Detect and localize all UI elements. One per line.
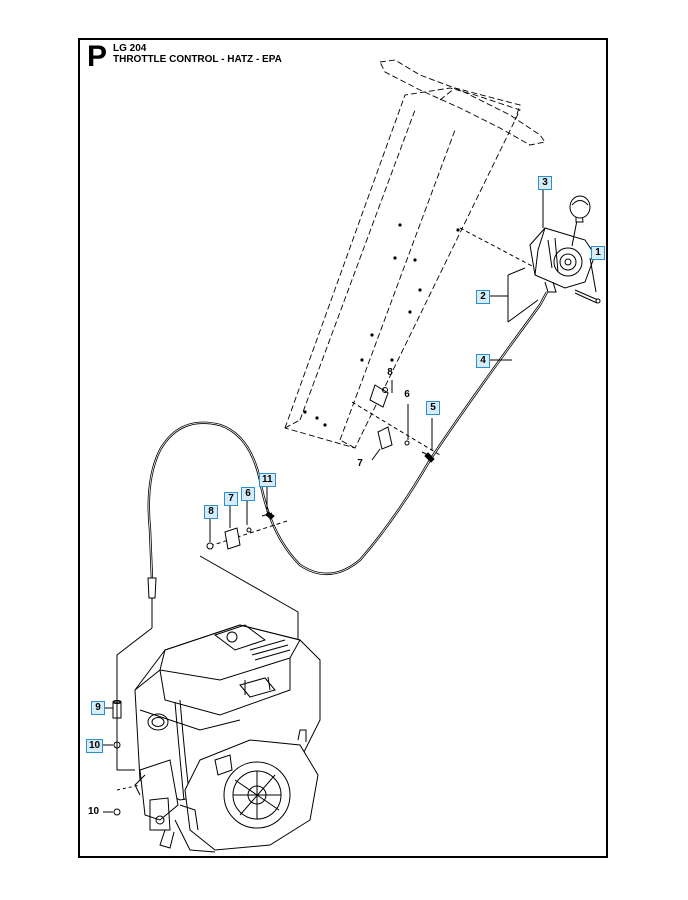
callout-10-lower: 10 xyxy=(88,806,100,817)
lower-hardware xyxy=(206,511,291,550)
callout-9: 9 xyxy=(91,701,105,715)
drawing-frame xyxy=(78,38,608,858)
engine-block xyxy=(134,624,321,853)
model-title: LG 204 xyxy=(113,43,147,54)
cable-mount-leader xyxy=(116,627,153,771)
callout-5: 5 xyxy=(426,401,440,415)
throttle-lever-assembly xyxy=(529,195,596,293)
callout-6-lower: 6 xyxy=(241,487,255,501)
leader-1 xyxy=(589,257,597,293)
page-letter: P xyxy=(87,40,108,73)
callout-1: 1 xyxy=(591,246,605,260)
callout-7-lower: 7 xyxy=(224,492,238,506)
pin-part-1 xyxy=(574,289,601,304)
callout-7-upper: 7 xyxy=(357,458,363,469)
mount-line xyxy=(459,227,533,267)
callout-6-upper: 6 xyxy=(404,389,410,400)
callout-8-lower: 8 xyxy=(204,505,218,519)
leader-7a xyxy=(371,448,381,461)
steering-column-holes xyxy=(303,223,460,427)
callout-10-upper: 10 xyxy=(86,739,104,753)
callout-11: 11 xyxy=(259,473,276,487)
callout-8-upper: 8 xyxy=(387,367,393,378)
upper-hardware xyxy=(351,384,441,463)
steering-column xyxy=(284,59,546,449)
leader-2 xyxy=(488,267,539,323)
callout-4: 4 xyxy=(476,354,490,368)
throttle-cable xyxy=(147,291,549,628)
section-title: THROTTLE CONTROL - HATZ - EPA xyxy=(113,54,282,65)
mount-dash xyxy=(116,784,141,791)
callout-2: 2 xyxy=(476,290,490,304)
callout-3: 3 xyxy=(538,176,552,190)
